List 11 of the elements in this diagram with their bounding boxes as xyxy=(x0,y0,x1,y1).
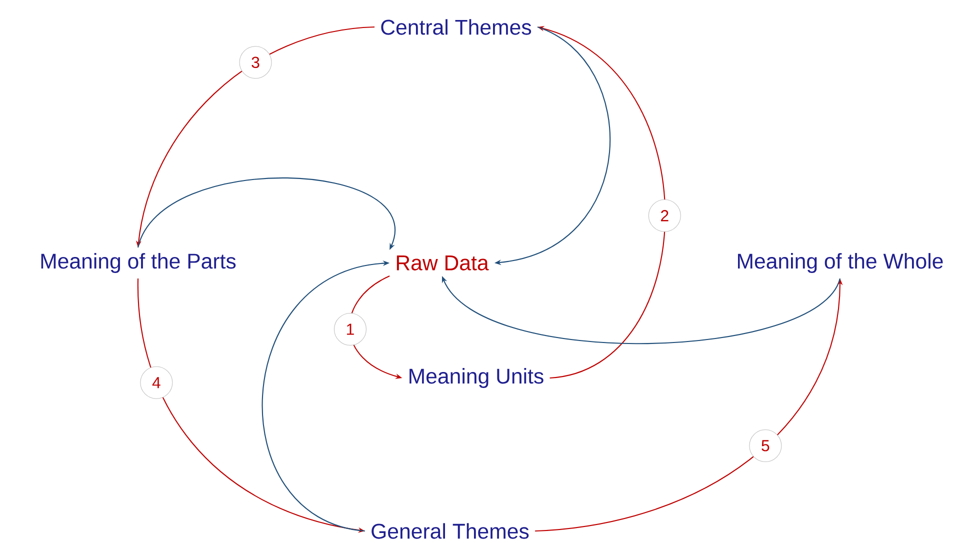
step-number: 2 xyxy=(648,199,681,232)
step-number: 5 xyxy=(749,429,782,462)
node-label: General Themes xyxy=(372,523,529,539)
step-number: 1 xyxy=(334,312,366,346)
node-label: Meaning Units xyxy=(410,368,544,388)
node-label: Meaning of the Parts xyxy=(41,253,236,273)
node-label: Meaning of the Whole xyxy=(738,253,943,273)
step-number: 3 xyxy=(239,46,272,79)
node-label: Central Themes xyxy=(381,19,532,35)
node-label: Raw Data xyxy=(396,256,489,270)
step-number: 4 xyxy=(140,366,173,399)
